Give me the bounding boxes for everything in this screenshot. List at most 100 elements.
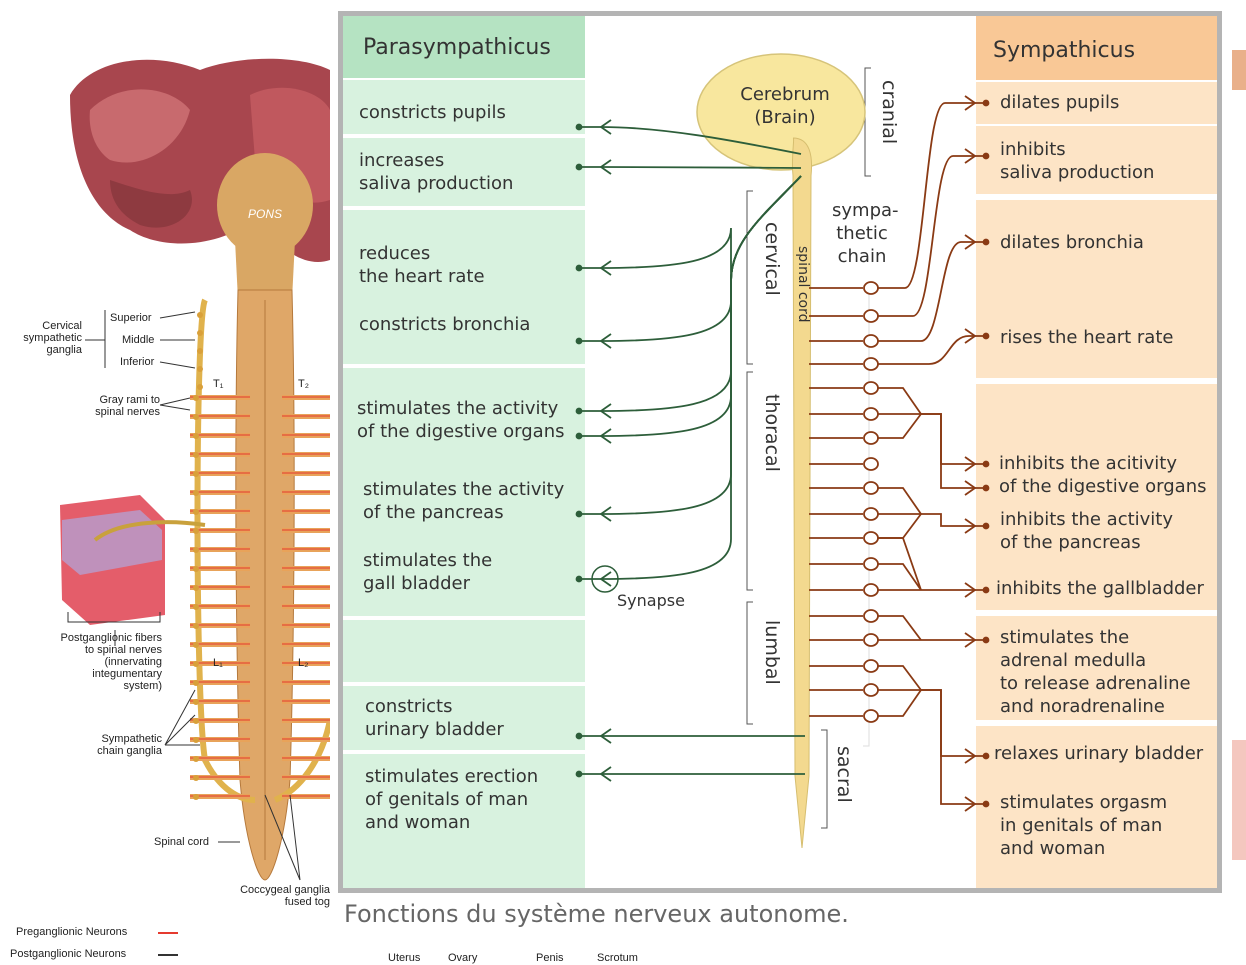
chain-ganglion bbox=[193, 737, 199, 743]
para-item-constricts-pupils: constricts pupils bbox=[359, 101, 506, 124]
chain-ganglion bbox=[193, 395, 199, 401]
sympathetic-terminal bbox=[984, 240, 989, 245]
sympathetic-chain-ganglion bbox=[864, 558, 878, 570]
cervical-ganglion bbox=[197, 330, 203, 336]
region-thoracal: thoracal bbox=[761, 394, 783, 472]
chain-ganglion bbox=[193, 756, 199, 762]
legend-preganglionic: Preganglionic Neurons bbox=[16, 926, 127, 938]
t1-label: T₁ bbox=[213, 378, 223, 390]
postganglionic-fibers-label: Postganglionic fibers to spinal nerves (… bbox=[30, 632, 162, 692]
sympathetic-chain-ganglion bbox=[864, 710, 878, 722]
symp-item-bronchia: dilates bronchia bbox=[1000, 231, 1144, 254]
label-penis: Penis bbox=[536, 952, 564, 964]
cervical-ganglion bbox=[197, 312, 203, 318]
sympathetic-chain-ganglion bbox=[864, 610, 878, 622]
sympathetic-terminal bbox=[984, 154, 989, 159]
converging-fiber bbox=[878, 514, 921, 538]
sympathetic-chain-label: sympa- thetic chain bbox=[832, 199, 892, 268]
region-cranial: cranial bbox=[878, 80, 900, 144]
para-item-urinary-bladder: constricts urinary bladder bbox=[365, 695, 504, 741]
para-item-erection: stimulates erection of genitals of man a… bbox=[365, 765, 538, 834]
converging-fiber bbox=[878, 564, 921, 590]
coccygeal-ganglia-label: Coccygeal ganglia fused tog bbox=[200, 884, 330, 908]
sympathicus-title: Sympathicus bbox=[993, 39, 1135, 62]
sympathetic-terminal bbox=[984, 486, 989, 491]
cervical-ganglion bbox=[197, 348, 203, 354]
cervical-ganglion bbox=[197, 384, 203, 390]
sympathetic-chain-ganglion bbox=[864, 634, 878, 646]
symp-item-adrenal: stimulates the adrenal medulla to releas… bbox=[1000, 626, 1191, 718]
sympathetic-chain-ganglion bbox=[864, 508, 878, 520]
sympathetic-chain-ganglion bbox=[864, 310, 878, 322]
target-fiber bbox=[921, 414, 983, 464]
sympathetic-chain-ganglion bbox=[864, 358, 878, 370]
para-item-pancreas: stimulates the activity of the pancreas bbox=[363, 478, 564, 524]
symp-item-heart-rate: rises the heart rate bbox=[1000, 326, 1173, 349]
sympathetic-terminal bbox=[984, 334, 989, 339]
chain-ganglion bbox=[193, 547, 199, 553]
inferior-label: Inferior bbox=[120, 356, 154, 368]
symp-item-urinary-bladder: relaxes urinary bladder bbox=[994, 742, 1203, 765]
cervical-ganglia-label: Cervical sympathetic ganglia bbox=[6, 320, 82, 356]
chain-ganglion bbox=[193, 433, 199, 439]
chain-ganglion bbox=[193, 699, 199, 705]
sympathetic-chain-ganglion bbox=[864, 684, 878, 696]
chain-ganglion bbox=[193, 623, 199, 629]
symp-item-pancreas: inhibits the activity of the pancreas bbox=[1000, 508, 1173, 554]
sympathetic-chain-ganglion bbox=[864, 458, 878, 470]
target-fiber bbox=[921, 414, 983, 488]
synapse-label: Synapse bbox=[617, 589, 685, 612]
symp-item-dilates-pupils: dilates pupils bbox=[1000, 91, 1119, 114]
parasympathicus-column bbox=[343, 16, 585, 888]
chain-ganglion bbox=[193, 661, 199, 667]
region-cervical: cervical bbox=[761, 222, 783, 296]
chain-ganglion bbox=[193, 775, 199, 781]
spinal-cord-shape bbox=[792, 138, 811, 848]
target-fiber bbox=[921, 690, 983, 756]
converging-fiber bbox=[878, 488, 921, 514]
region-sacral: sacral bbox=[833, 746, 855, 803]
chain-ganglion bbox=[193, 585, 199, 591]
sympathetic-terminal bbox=[984, 638, 989, 643]
label-uterus: Uterus bbox=[388, 952, 420, 964]
symp-item-orgasm: stimulates orgasm in genitals of man and… bbox=[1000, 791, 1167, 860]
t2-label: T₂ bbox=[298, 378, 309, 390]
gray-rami-label: Gray rami to spinal nerves bbox=[70, 394, 160, 418]
cerebrum-label: Cerebrum (Brain) bbox=[737, 83, 833, 129]
right-edge-image-fragment-lower bbox=[1232, 740, 1246, 860]
sympathetic-terminal bbox=[984, 462, 989, 467]
chain-ganglion bbox=[193, 680, 199, 686]
converging-fiber bbox=[878, 388, 921, 414]
converging-fiber bbox=[878, 690, 921, 716]
sympathetic-chain-ganglion bbox=[864, 532, 878, 544]
para-item-digestive: stimulates the activity of the digestive… bbox=[357, 397, 564, 443]
chain-ganglion bbox=[193, 794, 199, 800]
chain-ganglion bbox=[193, 414, 199, 420]
spinal-cord-label: spinal cord bbox=[795, 246, 811, 323]
para-item-saliva: increases saliva production bbox=[359, 149, 513, 195]
para-item-heart-rate: reduces the heart rate bbox=[359, 242, 485, 288]
sympathetic-terminal bbox=[984, 802, 989, 807]
sympathetic-chain-ganglion bbox=[864, 408, 878, 420]
anatomy-illustration: PONS Cervical sympathetic ganglia Superi… bbox=[0, 0, 330, 965]
pons-label: PONS bbox=[248, 208, 282, 220]
sympathetic-chain-ganglion bbox=[864, 584, 878, 596]
symp-item-digestive: inhibits the acitivity of the digestive … bbox=[999, 452, 1206, 498]
para-item-gall-bladder: stimulates the gall bladder bbox=[363, 549, 492, 595]
sympathetic-chain-ganglion bbox=[864, 382, 878, 394]
sympathetic-chain-ganglion bbox=[864, 282, 878, 294]
figure-caption: Fonctions du système nerveux autonome. bbox=[344, 900, 849, 928]
sympathetic-chain-ganglion bbox=[864, 432, 878, 444]
right-edge-image-fragment bbox=[1232, 50, 1246, 90]
cervical-ganglion bbox=[197, 366, 203, 372]
symp-item-saliva: inhibits saliva production bbox=[1000, 138, 1154, 184]
symp-item-gallbladder: inhibits the gallbladder bbox=[996, 577, 1204, 600]
label-ovary: Ovary bbox=[448, 952, 477, 964]
superior-label: Superior bbox=[110, 312, 152, 324]
l2-label: L₂ bbox=[298, 657, 308, 669]
converging-fiber bbox=[878, 414, 921, 438]
para-item-bronchia: constricts bronchia bbox=[359, 313, 530, 336]
sympathetic-terminal bbox=[984, 101, 989, 106]
region-lumbal: lumbal bbox=[761, 620, 783, 685]
parasympathetic-fiber bbox=[601, 167, 801, 168]
